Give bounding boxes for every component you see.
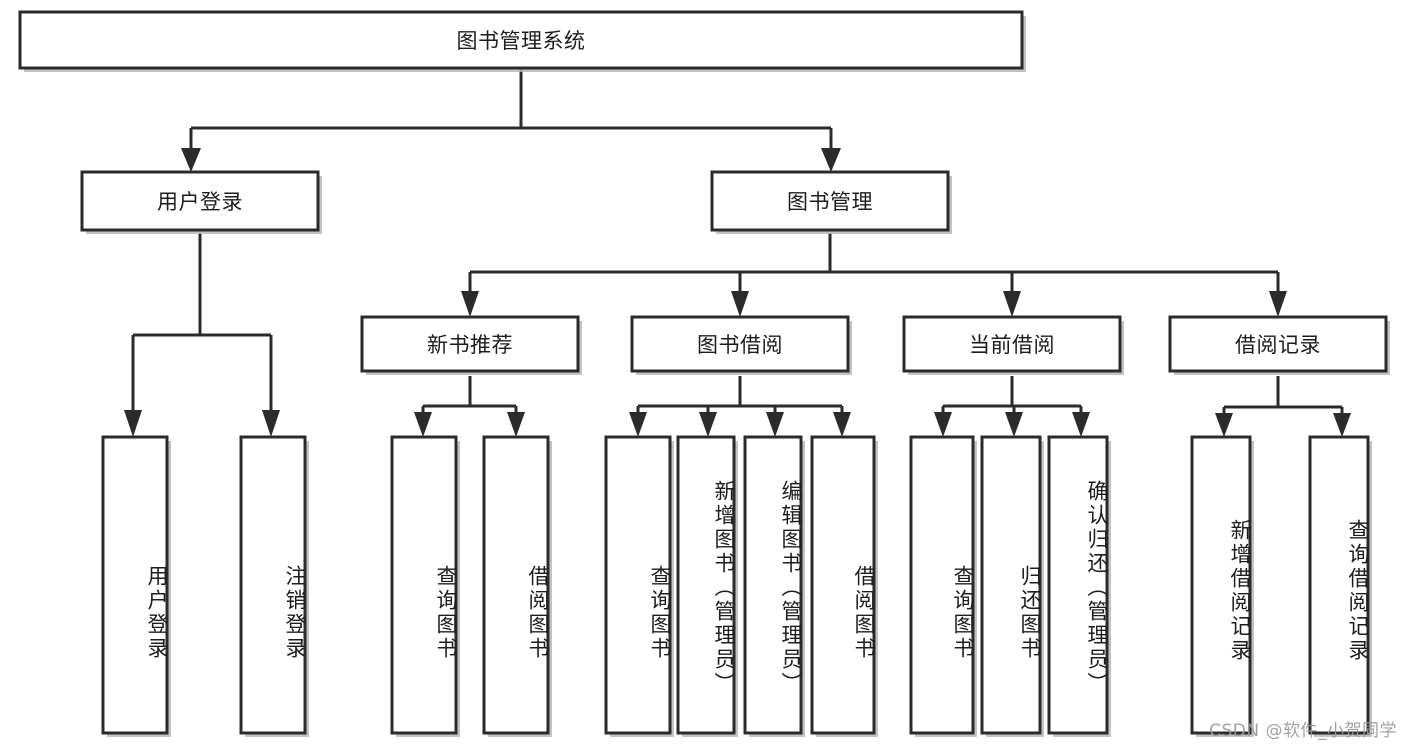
- box-leaf-add-record[interactable]: [1190, 435, 1252, 735]
- arrow-bb-leaf4: [833, 412, 851, 437]
- box-leaf-edit-book[interactable]: [743, 435, 803, 735]
- arrow-user-login: [181, 148, 201, 172]
- box-leaf-add-book[interactable]: [676, 435, 736, 735]
- box-leaf-query-book-3[interactable]: [909, 435, 975, 735]
- box-leaf-query-record[interactable]: [1308, 435, 1370, 735]
- box-leaf-confirm-return[interactable]: [1047, 435, 1109, 735]
- arrow-bb-leaf2: [699, 412, 717, 437]
- arrow-cb-leaf1: [934, 412, 952, 437]
- arrowheads: [124, 148, 1351, 437]
- box-leaf-user-login[interactable]: [101, 435, 169, 735]
- box-leaf-user-logout[interactable]: [239, 435, 307, 735]
- arrow-bb-leaf3: [766, 412, 784, 437]
- box-user-login[interactable]: [80, 170, 320, 232]
- box-book-borrow[interactable]: [630, 315, 850, 373]
- box-borrow-record[interactable]: [1168, 315, 1388, 373]
- arrow-new-book-rec: [461, 291, 479, 317]
- arrow-leaf-user-login: [124, 410, 142, 437]
- arrow-borrow-record: [1269, 291, 1287, 317]
- box-leaf-borrow-book-1[interactable]: [482, 435, 550, 735]
- box-leaf-borrow-book-2[interactable]: [810, 435, 876, 735]
- arrow-nbr-leaf1: [414, 412, 432, 437]
- arrow-leaf-user-logout: [262, 410, 280, 437]
- box-root[interactable]: [18, 10, 1024, 70]
- arrow-current-borrow: [1003, 291, 1021, 317]
- box-current-borrow[interactable]: [902, 315, 1122, 373]
- box-book-manage[interactable]: [710, 170, 950, 232]
- node-boxes: [18, 10, 1390, 737]
- box-new-book-rec[interactable]: [360, 315, 580, 373]
- arrow-br-leaf1: [1215, 413, 1233, 437]
- box-leaf-query-book-1[interactable]: [390, 435, 458, 735]
- arrow-book-manage: [821, 148, 841, 172]
- box-leaf-return-book[interactable]: [980, 435, 1042, 735]
- arrow-bb-leaf1: [629, 412, 647, 437]
- box-leaf-query-book-2[interactable]: [604, 435, 672, 735]
- arrow-cb-leaf3: [1072, 412, 1090, 437]
- arrow-cb-leaf2: [1005, 412, 1023, 437]
- arrow-nbr-leaf2: [507, 412, 525, 437]
- arrow-br-leaf2: [1333, 413, 1351, 437]
- csdn-watermark: CSDN @软件_小贺同学: [1209, 721, 1397, 741]
- arrow-book-borrow: [731, 291, 749, 317]
